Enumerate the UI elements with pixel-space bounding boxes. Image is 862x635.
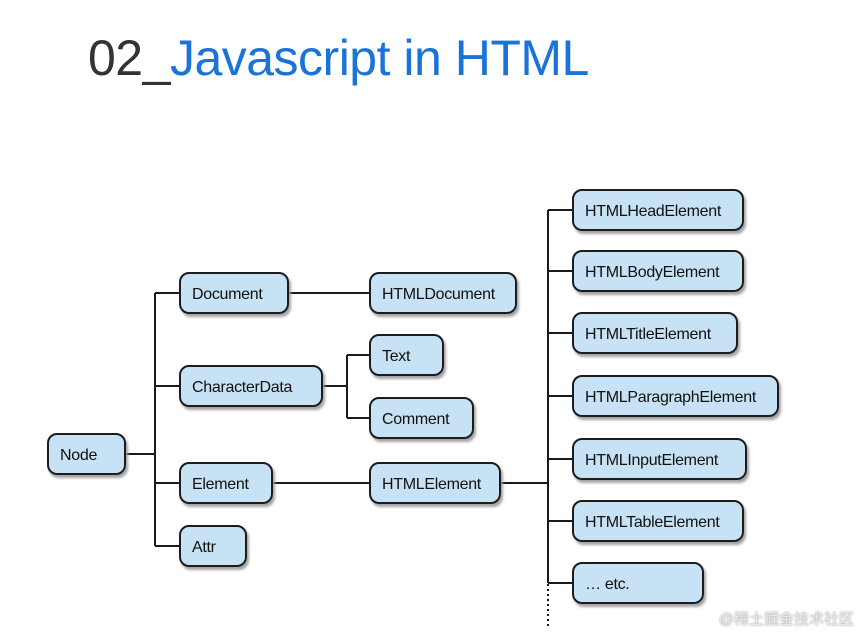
- watermark: @稀土掘金技术社区: [718, 611, 854, 628]
- node-box-htmlelement: HTMLElement: [369, 462, 501, 504]
- node-label-text: Text: [382, 348, 411, 365]
- node-box-document: Document: [179, 272, 289, 314]
- node-box-htmldocument: HTMLDocument: [369, 272, 517, 314]
- node-label-attr: Attr: [192, 539, 217, 556]
- node-label-htmlheadelement: HTMLHeadElement: [585, 203, 722, 220]
- node-label-characterdata: CharacterData: [192, 379, 293, 396]
- node-box-node: Node: [47, 433, 126, 475]
- page-title: 02_Javascript in HTML: [88, 26, 589, 90]
- node-label-htmltableelement: HTMLTableElement: [585, 514, 720, 531]
- node-label-htmlelement: HTMLElement: [382, 476, 482, 493]
- node-box-characterdata: CharacterData: [179, 365, 323, 407]
- node-label-document: Document: [192, 286, 263, 303]
- node-box-htmlparagraphelement: HTMLParagraphElement: [572, 375, 779, 417]
- node-box-htmltableelement: HTMLTableElement: [572, 500, 744, 542]
- node-label-htmldocument: HTMLDocument: [382, 286, 496, 303]
- node-label-etc: … etc.: [585, 576, 629, 593]
- node-box-text: Text: [369, 334, 444, 376]
- node-label-comment: Comment: [382, 411, 450, 428]
- node-box-htmltitleelement: HTMLTitleElement: [572, 312, 738, 354]
- node-label-htmltitleelement: HTMLTitleElement: [585, 326, 712, 343]
- node-box-htmlinputelement: HTMLInputElement: [572, 438, 747, 480]
- node-label-htmlbodyelement: HTMLBodyElement: [585, 264, 720, 281]
- node-label-htmlparagraphelement: HTMLParagraphElement: [585, 389, 757, 406]
- node-label-htmlinputelement: HTMLInputElement: [585, 452, 719, 469]
- node-box-comment: Comment: [369, 397, 474, 439]
- node-label-element: Element: [192, 476, 249, 493]
- node-box-htmlbodyelement: HTMLBodyElement: [572, 250, 744, 292]
- node-box-htmlheadelement: HTMLHeadElement: [572, 189, 744, 231]
- title-prefix: 02_: [88, 30, 170, 86]
- node-box-attr: Attr: [179, 525, 247, 567]
- node-box-element: Element: [179, 462, 273, 504]
- connector-lines: [125, 209, 573, 628]
- node-label-node: Node: [60, 447, 97, 464]
- node-box-etc: … etc.: [572, 562, 704, 604]
- title-main: Javascript in HTML: [169, 30, 589, 86]
